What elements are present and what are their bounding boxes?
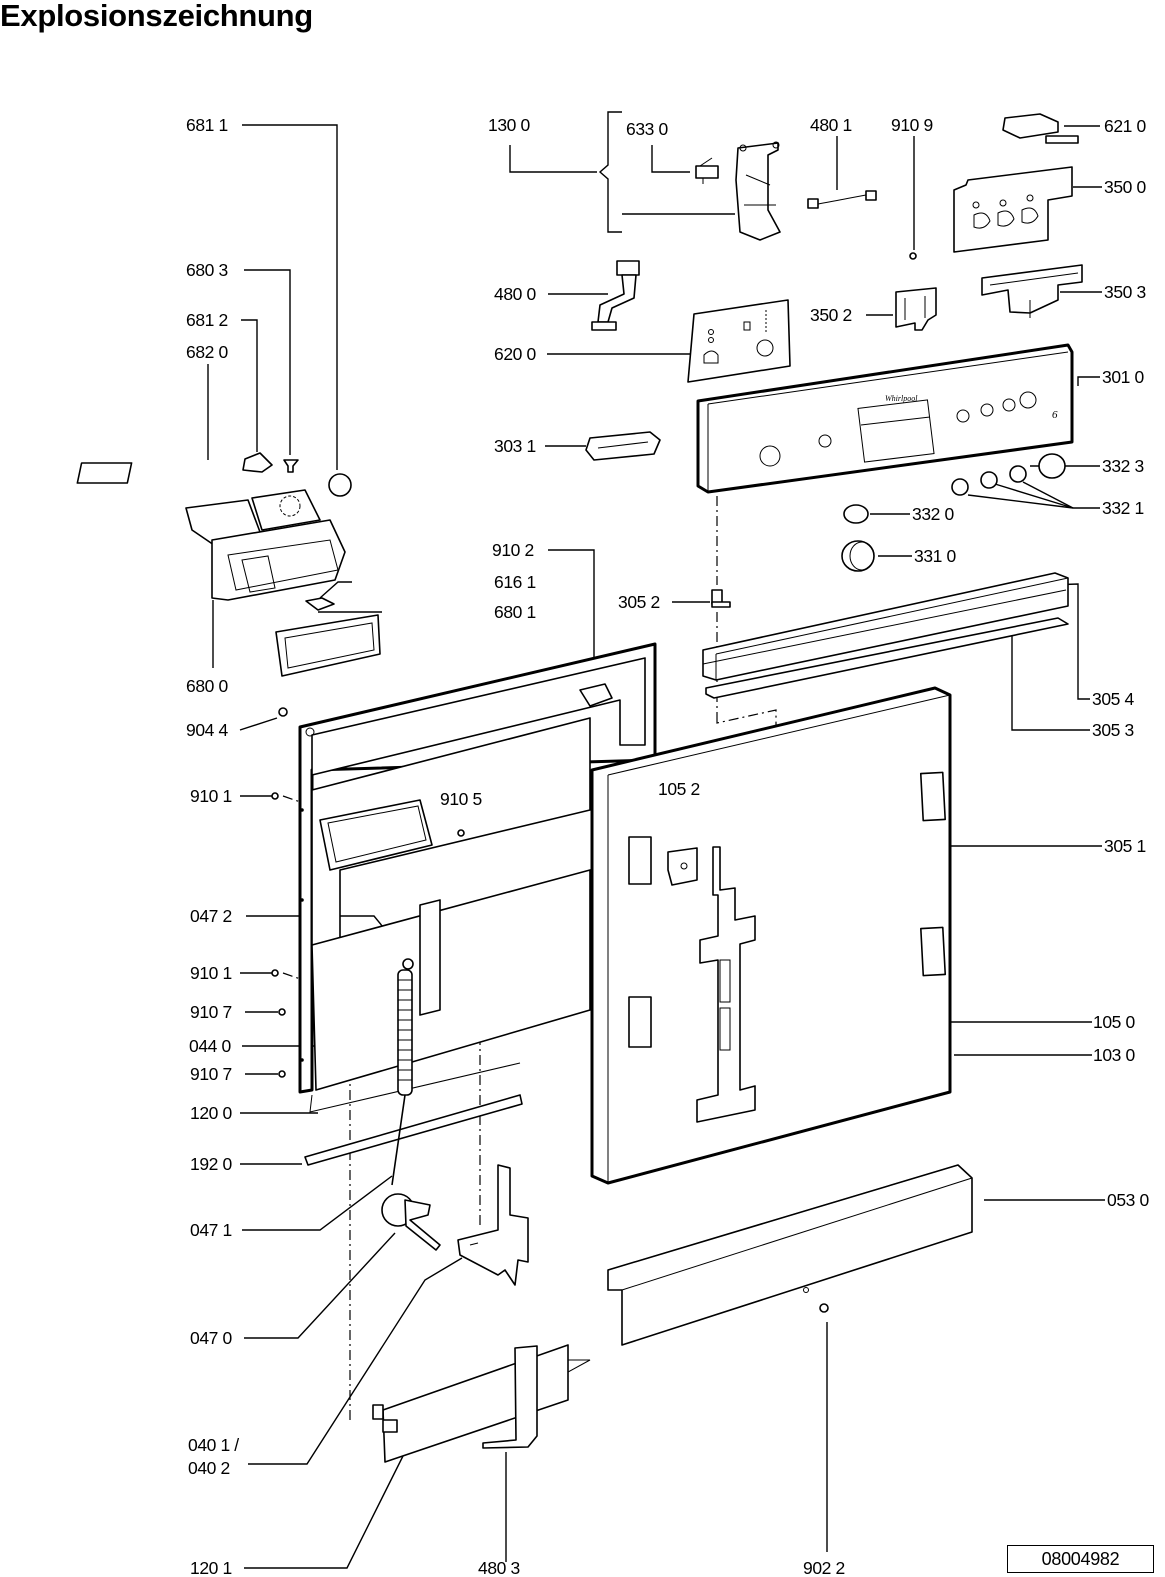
ribbon-cable-480-0 xyxy=(591,260,640,331)
label-904-4: 904 4 xyxy=(186,720,228,740)
bracket-480-3 xyxy=(482,1345,538,1449)
screw-910-7-a xyxy=(278,1008,286,1016)
label-332-1: 332 1 xyxy=(1102,498,1144,518)
label-332-0: 332 0 xyxy=(912,504,954,524)
label-305-1: 305 1 xyxy=(1104,836,1146,856)
label-680-1: 680 1 xyxy=(494,602,536,622)
label-350-3: 350 3 xyxy=(1104,282,1146,302)
pulley-047-0 xyxy=(381,1193,441,1251)
door-lock-assembly xyxy=(735,141,781,241)
label-616-1: 616 1 xyxy=(494,572,536,592)
label-680-3: 680 3 xyxy=(186,260,228,280)
part-labels: 681 1 130 0 633 0 480 1 910 9 621 0 350 … xyxy=(186,115,1150,1577)
module-621-0 xyxy=(1002,113,1079,144)
label-305-2: 305 2 xyxy=(618,592,660,612)
power-board-620-0 xyxy=(687,299,791,383)
label-044-0: 044 0 xyxy=(189,1036,231,1056)
knobs xyxy=(841,453,1066,572)
microswitch xyxy=(695,157,719,184)
label-103-0: 103 0 xyxy=(1093,1045,1135,1065)
inner-door-120-0 xyxy=(298,642,657,1113)
label-331-0: 331 0 xyxy=(914,546,956,566)
label-350-0: 350 0 xyxy=(1104,177,1146,197)
svg-text:Whirlpool: Whirlpool xyxy=(885,394,918,403)
label-130-0: 130 0 xyxy=(488,115,530,135)
label-902-2: 902 2 xyxy=(803,1558,845,1577)
label-621-0: 621 0 xyxy=(1104,116,1146,136)
label-681-1: 681 1 xyxy=(186,115,228,135)
module-350-2 xyxy=(895,287,937,331)
page-title: Explosionszeichnung xyxy=(0,0,313,33)
control-panel-fascia: 6 Whirlpool xyxy=(696,343,1074,494)
cable-480-1 xyxy=(807,190,877,209)
label-303-1: 303 1 xyxy=(494,436,536,456)
screw-910-5 xyxy=(457,829,465,837)
gasket-682-0 xyxy=(76,462,133,484)
screw-910-7-b xyxy=(278,1070,286,1078)
screw-910-1-a xyxy=(271,792,279,800)
lamp-holder-303-1 xyxy=(585,431,661,461)
label-120-0: 120 0 xyxy=(190,1103,232,1123)
label-192-0: 192 0 xyxy=(190,1154,232,1174)
screw-904-4 xyxy=(278,707,288,717)
label-047-0: 047 0 xyxy=(190,1328,232,1348)
hinge-bracket-040 xyxy=(457,1164,529,1286)
lower-panel-120-1 xyxy=(372,1344,591,1463)
dispenser-680-0 xyxy=(185,489,346,601)
control-board-350-0 xyxy=(953,166,1073,253)
label-681-2: 681 2 xyxy=(186,310,228,330)
part-681-2 xyxy=(242,452,273,473)
label-480-0: 480 0 xyxy=(494,284,536,304)
trim-strip-305-3 xyxy=(705,617,1069,699)
svg-text:6: 6 xyxy=(1052,409,1058,421)
label-910-1-a: 910 1 xyxy=(190,786,232,806)
label-305-3: 305 3 xyxy=(1092,720,1134,740)
top-trim-305-4 xyxy=(702,572,1069,681)
label-047-2: 047 2 xyxy=(190,906,232,926)
screw-910-9 xyxy=(909,252,917,260)
outer-door-103-0 xyxy=(590,686,952,1185)
label-480-3: 480 3 xyxy=(478,1558,520,1577)
bottom-trim-053-0 xyxy=(607,1164,973,1346)
label-047-1: 047 1 xyxy=(190,1220,232,1240)
screw-902-2 xyxy=(819,1303,829,1313)
leader-lines xyxy=(207,111,1105,1569)
label-910-7-a: 910 7 xyxy=(190,1002,232,1022)
document-number: 08004982 xyxy=(1007,1545,1154,1573)
label-910-7-b: 910 7 xyxy=(190,1064,232,1084)
part-680-3 xyxy=(283,459,299,473)
label-480-1: 480 1 xyxy=(810,115,852,135)
label-682-0: 682 0 xyxy=(186,342,228,362)
label-910-5: 910 5 xyxy=(440,789,482,809)
label-301-0: 301 0 xyxy=(1102,367,1144,387)
label-105-0: 105 0 xyxy=(1093,1012,1135,1032)
hole-053-0 xyxy=(803,1287,809,1293)
label-305-4: 305 4 xyxy=(1092,689,1134,709)
label-910-9: 910 9 xyxy=(891,115,933,135)
label-910-1-b: 910 1 xyxy=(190,963,232,983)
screw-910-1-b xyxy=(271,969,279,977)
pin-305-2 xyxy=(711,589,731,608)
gasket-680-1 xyxy=(275,614,381,677)
label-053-0: 053 0 xyxy=(1107,1190,1149,1210)
spring-044-0 xyxy=(391,958,414,1186)
label-680-0: 680 0 xyxy=(186,676,228,696)
label-620-0: 620 0 xyxy=(494,344,536,364)
label-040-1: 040 1 / xyxy=(188,1435,239,1455)
part-616-1 xyxy=(305,597,335,611)
clip-105-2 xyxy=(667,847,698,886)
label-120-1: 120 1 xyxy=(190,1558,232,1577)
label-332-3: 332 3 xyxy=(1102,456,1144,476)
label-350-2: 350 2 xyxy=(810,305,852,325)
seal-681-1 xyxy=(328,473,352,497)
label-105-2: 105 2 xyxy=(658,779,700,799)
keypad-board-350-3 xyxy=(981,264,1083,318)
bar-192-0 xyxy=(304,1094,523,1166)
label-040-2: 040 2 xyxy=(188,1458,230,1478)
label-910-2: 910 2 xyxy=(492,540,534,560)
label-633-0: 633 0 xyxy=(626,119,668,139)
